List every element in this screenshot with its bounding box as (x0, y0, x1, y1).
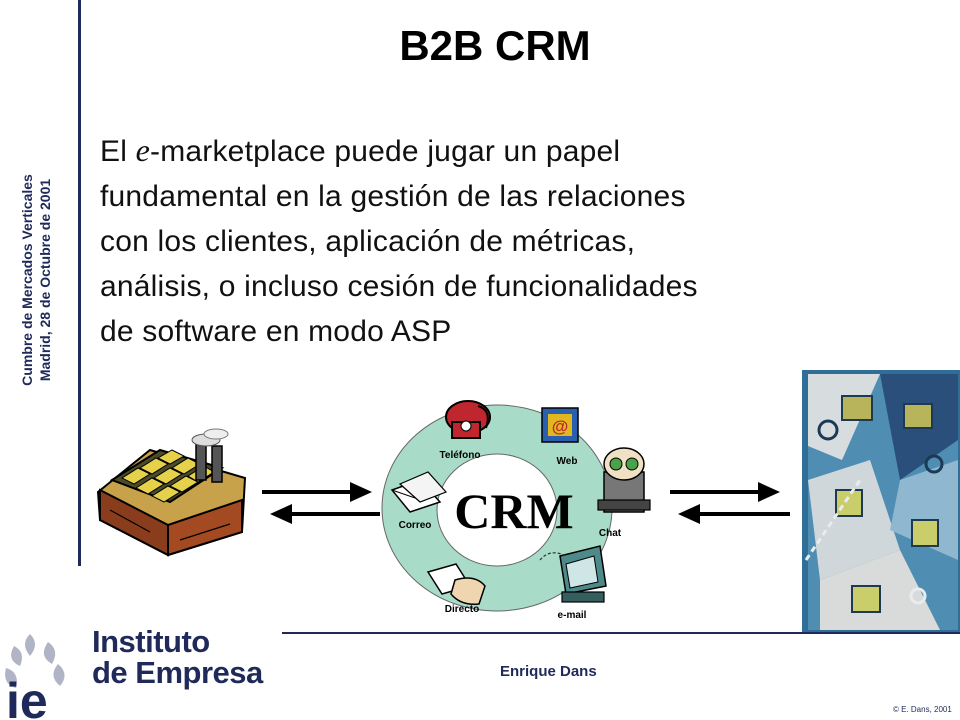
footer-divider (282, 632, 960, 634)
body-paragraph: El e-marketplace puede jugar un papel fu… (100, 128, 860, 354)
logo-line-1: Instituto (92, 624, 210, 659)
author-name: Enrique Dans (500, 663, 597, 680)
channel-label-web: Web (557, 456, 578, 467)
body-line-5: de software en modo ASP (100, 315, 452, 348)
handshake-card-icon (426, 563, 486, 606)
channel-label-chat: Chat (599, 528, 622, 539)
page-title: B2B CRM (399, 22, 591, 69)
channel-label-telefono: Teléfono (440, 450, 481, 461)
body-line-3: con los clientes, aplicación de métricas… (100, 225, 636, 258)
body-line-1: El e-marketplace puede jugar un papel (100, 128, 860, 174)
computer-mail-icon (539, 545, 607, 603)
body-line-1-rest: -marketplace puede jugar un papel (150, 135, 621, 168)
channel-label-email: e-mail (558, 610, 587, 621)
chat-icon (597, 447, 651, 513)
copyright-notice: © E. Dans, 2001 (893, 705, 952, 714)
svg-text:@: @ (552, 417, 569, 436)
crm-diagram: CRM Teléfono @ Web Correo Chat Directo (96, 370, 960, 632)
left-exchange-arrows (262, 482, 380, 524)
customers-collage-image (802, 370, 960, 632)
web-icon: @ (541, 407, 579, 443)
envelope-icon (390, 471, 448, 513)
body-prefix: El (100, 135, 136, 168)
channel-label-correo: Correo (399, 520, 432, 531)
institution-logo-text: Instituto de Empresa (92, 626, 263, 688)
factory-icon (96, 428, 247, 557)
logo-line-2: de Empresa (92, 655, 263, 690)
telephone-icon (445, 400, 491, 439)
ie-logo-mark: ie (0, 628, 90, 720)
crm-ring (381, 404, 613, 612)
vertical-divider (78, 0, 81, 566)
body-line-2: fundamental en la gestión de las relacio… (100, 180, 686, 213)
logo-mark-letters: ie (6, 673, 48, 720)
body-line-4: análisis, o incluso cesión de funcionali… (100, 270, 698, 303)
crm-label: CRM (454, 483, 573, 539)
channel-label-directo: Directo (445, 604, 479, 615)
right-exchange-arrows (670, 482, 790, 524)
body-emphasis: e (135, 132, 151, 168)
